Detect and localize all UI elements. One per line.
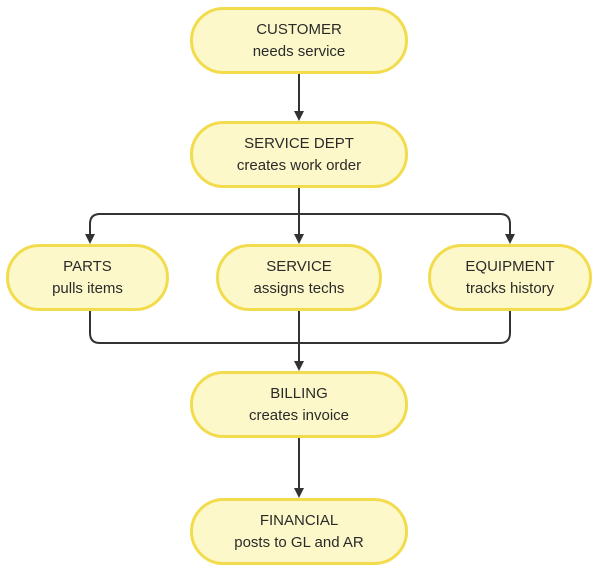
node-equipment-subtitle: tracks history: [465, 279, 555, 297]
node-equipment-title: EQUIPMENT: [465, 257, 555, 275]
node-service-dept: SERVICE DEPT creates work order: [190, 121, 408, 188]
node-customer: CUSTOMER needs service: [190, 7, 408, 74]
node-parts: PARTS pulls items: [6, 244, 169, 311]
node-equipment: EQUIPMENT tracks history: [428, 244, 592, 311]
node-billing-title: BILLING: [270, 384, 328, 402]
node-service-dept-subtitle: creates work order: [236, 156, 362, 174]
node-parts-subtitle: pulls items: [52, 279, 123, 297]
edge-parts-to-billing: [89, 311, 299, 344]
edge-service-dept-to-parts: [85, 213, 299, 244]
node-service-title: SERVICE: [266, 257, 332, 275]
node-billing: BILLING creates invoice: [190, 371, 408, 438]
node-financial: FINANCIAL posts to GL and AR: [190, 498, 408, 565]
node-customer-subtitle: needs service: [252, 42, 346, 60]
node-service-dept-title: SERVICE DEPT: [244, 134, 354, 152]
edge-equipment-to-billing: [299, 311, 511, 344]
node-service-subtitle: assigns techs: [253, 279, 345, 297]
node-billing-subtitle: creates invoice: [248, 406, 350, 424]
edge-service-dept-to-equipment: [299, 213, 515, 244]
node-service: SERVICE assigns techs: [216, 244, 382, 311]
node-customer-title: CUSTOMER: [256, 20, 342, 38]
node-financial-subtitle: posts to GL and AR: [234, 533, 364, 551]
node-financial-title: FINANCIAL: [259, 511, 339, 529]
node-parts-title: PARTS: [63, 257, 112, 275]
